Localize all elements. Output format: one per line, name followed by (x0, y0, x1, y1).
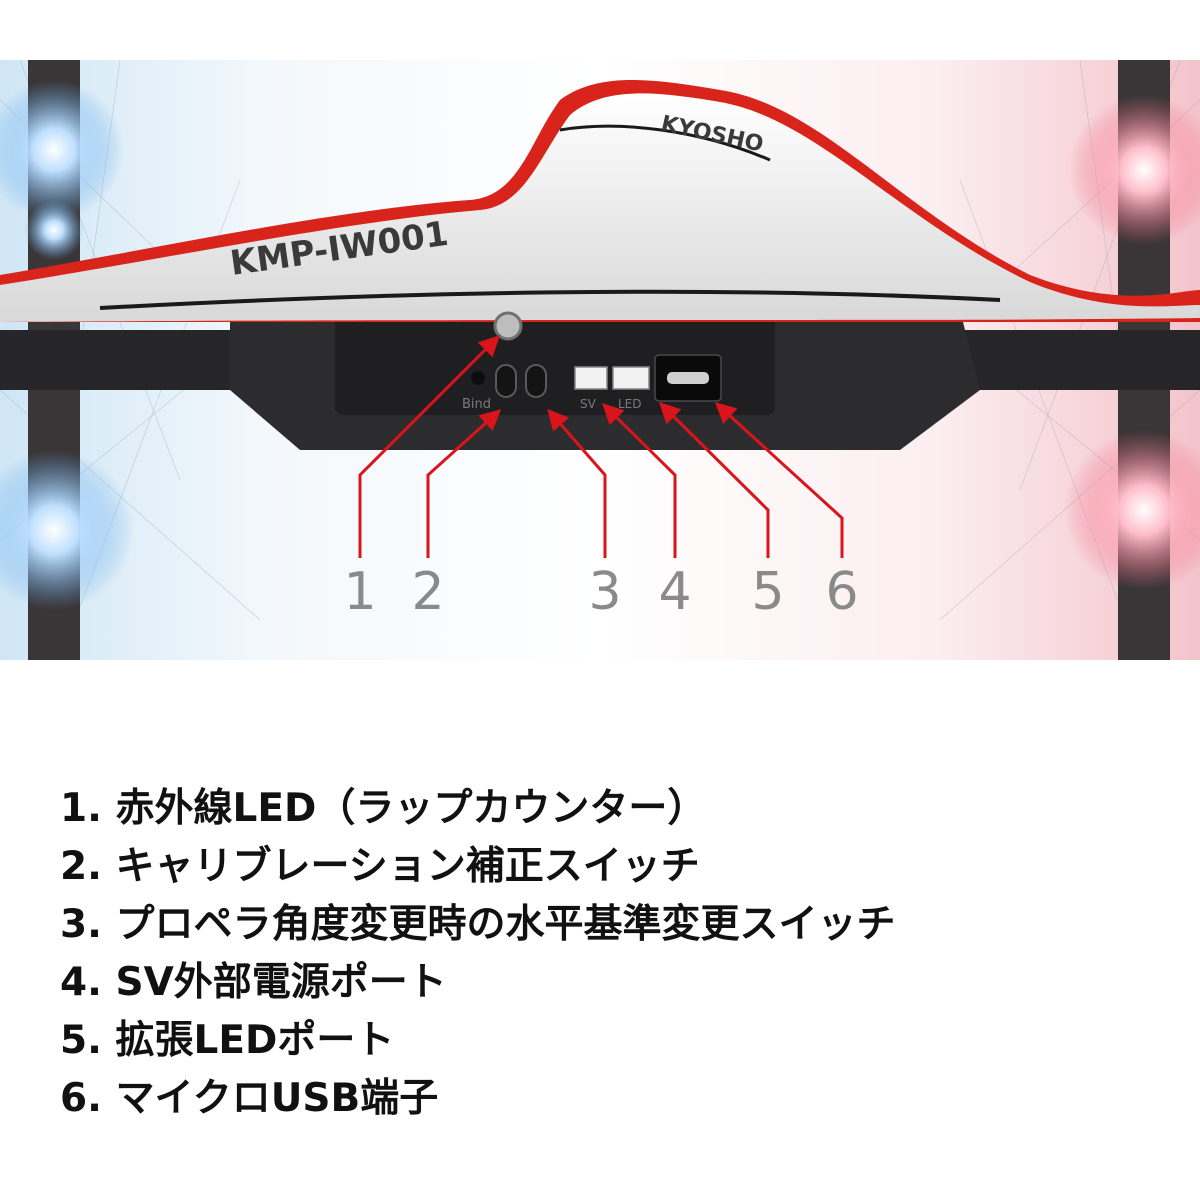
ir-led (493, 311, 523, 341)
level-switch (525, 364, 547, 398)
callout-number-6: 6 (825, 562, 859, 622)
legend-item-5: 5. 拡張LEDポート (60, 1018, 395, 1063)
bind-hole (471, 371, 485, 385)
callout-number-3: 3 (588, 562, 622, 622)
bind-label: Bind (462, 397, 491, 412)
calibration-switch (495, 364, 517, 398)
led-label: LED (618, 397, 642, 411)
legend-item-4: 4. SV外部電源ポート (60, 960, 447, 1005)
callout-number-4: 4 (658, 562, 692, 622)
legend-item-2: 2. キャリブレーション補正スイッチ (60, 844, 700, 889)
led-port (612, 366, 650, 390)
feature-legend: 1. 赤外線LED（ラップカウンター） 2. キャリブレーション補正スイッチ 3… (60, 780, 1180, 1128)
sv-label: SV (580, 397, 597, 411)
legend-item-3: 3. プロペラ角度変更時の水平基準変更スイッチ (60, 902, 896, 947)
sv-port (574, 366, 608, 390)
callout-number-2: 2 (411, 562, 445, 622)
callout-line-4 (602, 403, 677, 558)
legend-item-1: 1. 赤外線LED（ラップカウンター） (60, 786, 707, 831)
callout-lines (358, 335, 844, 558)
legend-item-6: 6. マイクロUSB端子 (60, 1076, 439, 1121)
micro-usb-port (667, 372, 709, 384)
callout-line-3 (547, 408, 607, 558)
callout-number-5: 5 (751, 562, 785, 622)
drone-underside-photo: KMP-IW001 KYOSHO Bind SV LED (0, 60, 1200, 660)
callout-line-5 (659, 402, 770, 558)
callout-line-6 (714, 402, 844, 558)
callout-line-1 (358, 335, 500, 558)
callout-line-2 (426, 409, 502, 558)
callout-number-1: 1 (343, 562, 377, 622)
hull-shell (0, 80, 1200, 322)
